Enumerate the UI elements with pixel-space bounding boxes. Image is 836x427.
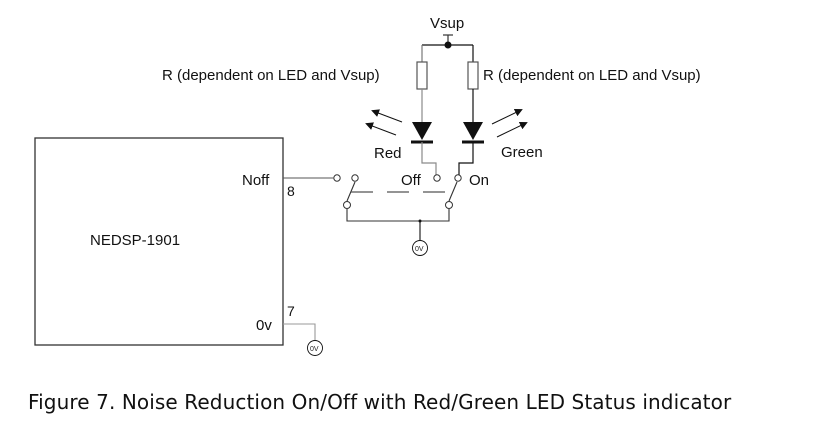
switch-common-left <box>343 201 351 209</box>
led-green-arrow-1 <box>491 109 523 125</box>
figure-caption: Figure 7. Noise Reduction On/Off with Re… <box>28 390 732 414</box>
pin-0v-number: 7 <box>287 303 295 319</box>
switch-terminal-off <box>433 174 441 182</box>
wire-0v <box>283 323 316 340</box>
pin-noff-number: 8 <box>287 183 295 199</box>
supply-label: Vsup <box>430 15 464 32</box>
ground-icon-switch: 0V <box>412 240 428 256</box>
switch-off-label: Off <box>401 172 422 189</box>
switch-commons-bus <box>346 209 450 222</box>
switch-terminal-noff <box>333 174 341 182</box>
wire-red-to-off <box>421 142 437 175</box>
ground-icon-chip: 0V <box>307 340 323 356</box>
svg-text:0V: 0V <box>415 246 424 253</box>
led-red-label: Red <box>374 145 402 162</box>
switch-on-label: On <box>469 172 489 189</box>
svg-text:0V: 0V <box>310 346 319 353</box>
switch-terminal-left-nc <box>351 174 359 182</box>
led-red-arrow-2 <box>365 122 397 136</box>
resistor-right-label: R (dependent on LED and Vsup) <box>483 67 701 84</box>
switch-terminal-on <box>454 174 462 182</box>
chip-nedsp-1901 <box>34 137 284 346</box>
wire-green-to-on <box>458 142 474 175</box>
led-green-label: Green <box>501 144 543 161</box>
led-green-icon <box>463 122 483 140</box>
resistor-left <box>416 61 428 90</box>
switch-common-right <box>445 201 453 209</box>
led-red-icon <box>412 122 432 140</box>
pin-noff-label: Noff <box>242 172 270 189</box>
resistor-left-label: R (dependent on LED and Vsup) <box>162 67 380 84</box>
pin-0v-label: 0v <box>256 317 272 334</box>
led-red-arrow-1 <box>371 109 403 123</box>
resistor-right <box>467 61 479 90</box>
switch-blade-right <box>448 181 458 202</box>
circuit-diagram: Vsup R (dependent on LED and Vsup) Red R… <box>34 15 701 356</box>
led-green-arrow-2 <box>496 122 528 138</box>
chip-name: NEDSP-1901 <box>90 232 180 249</box>
